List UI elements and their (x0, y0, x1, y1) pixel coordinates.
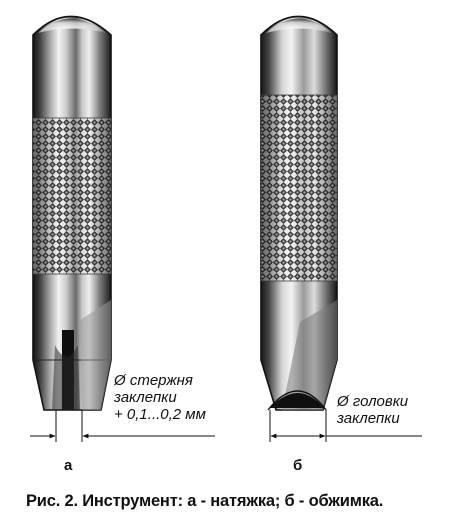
tool-a (30, 15, 215, 442)
tool-a-dimension-line-2: заклепки (114, 389, 177, 406)
tool-b-cup-recess (270, 393, 324, 408)
tool-a-dimension-line-3: + 0,1...0,2 мм (114, 406, 206, 423)
tool-b-dimension-label: Ø головки заклепки (337, 393, 408, 427)
tool-b-letter: б (293, 457, 303, 474)
tool-a-bore-shadow (52, 345, 80, 410)
tool-b-cup-facet (282, 300, 337, 410)
tool-b-cup-rim (267, 390, 327, 411)
figure-caption: Рис. 2. Инструмент: а - натяжка; б - обж… (26, 492, 384, 510)
tool-b (260, 15, 422, 442)
tool-b-dome-highlight (266, 18, 332, 33)
tool-a-dimension-line-1: Ø стержня (114, 372, 193, 389)
tool-a-letter: а (64, 457, 73, 474)
tool-b-knurled-band (261, 95, 337, 281)
tool-b-dimension-line-1: Ø головки (337, 393, 409, 410)
tool-a-tip-facet (80, 300, 111, 410)
tool-a-knurled-band (33, 118, 111, 274)
tool-a-dome-highlight (38, 18, 106, 33)
tool-b-dimension-line-2: заклепки (337, 410, 400, 427)
tool-a-dimension-label: Ø стержня заклепки + 0,1...0,2 мм (114, 372, 206, 423)
